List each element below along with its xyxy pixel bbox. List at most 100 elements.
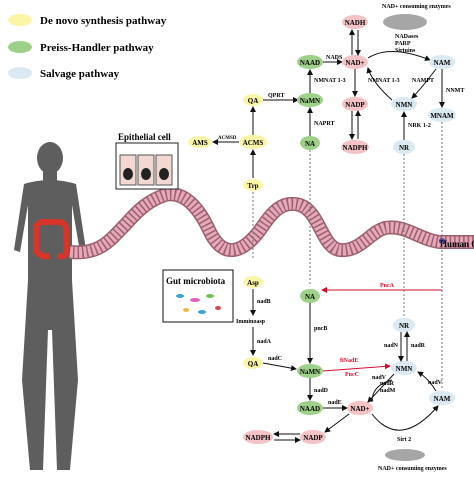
svg-text:ACMS: ACMS [243,139,264,147]
svg-text:NADases: NADases [395,34,419,40]
svg-text:PARP: PARP [395,41,411,47]
node-na-bottom [300,289,320,303]
node-naad-bottom [297,401,323,415]
svg-text:NAD+: NAD+ [350,405,369,413]
svg-text:QA: QA [248,360,259,368]
svg-text:NADPH: NADPH [343,144,368,152]
svg-text:Asp: Asp [247,279,259,287]
legend-swatch-preiss [8,41,32,53]
node-asp [243,276,263,288]
legend-swatch-salvage [8,67,32,79]
svg-text:AMS: AMS [192,139,208,147]
legend-label-preiss: Preiss-Handler pathway [40,42,154,54]
epithelial-cells: Epithelial cell [115,132,179,190]
svg-text:NMN: NMN [396,365,413,373]
node-nadp-bottom [300,430,326,444]
epithelial-cell-label: Epithelial cell [118,132,171,142]
svg-text:QA: QA [248,97,259,105]
node-nmn-top [391,97,417,111]
body-colon-icon [33,219,69,260]
svg-text:NMN: NMN [396,101,413,109]
enzyme-nadm: nadM [380,388,396,394]
node-nam-bottom [429,391,455,405]
node-nadph-bottom [243,430,273,444]
enzyme-nadr: nadR [411,343,426,349]
node-nadh-top [342,15,368,29]
svg-text:NR: NR [399,322,410,330]
svg-text:NaMN: NaMN [300,368,320,376]
svg-text:NaMN: NaMN [300,97,320,105]
node-namn-bottom [297,364,323,378]
legend-swatch-denovo [8,14,32,26]
node-nad-plus-bottom [347,401,373,415]
human-colon-label: Human C [440,239,474,249]
enzyme-nmnat-top: NMNAT 1-3 [314,78,346,84]
node-nr-top [393,140,415,154]
node-ams [188,136,212,148]
consuming-enzymes-top [383,14,427,30]
svg-text:NA: NA [305,293,315,301]
node-nad-plus-top [342,55,368,69]
node-nadph-top [341,140,369,154]
enzyme-nadd: nadD [314,388,329,394]
enzyme-nads: NADS [326,55,343,61]
legend-label-salvage: Salvage pathway [40,68,120,80]
enzyme-nadv: nadV [372,375,387,381]
enzyme-nadn: nadN [384,343,399,349]
enzyme-sirt2: Sirt 2 [397,437,411,443]
enzyme-nrk: NRK 1-2 [408,123,431,129]
node-nadp-top [342,97,368,111]
svg-text:NADH: NADH [345,19,366,27]
node-naad-top [297,55,323,69]
svg-text:NADPH: NADPH [246,434,271,442]
svg-text:NAM: NAM [434,395,451,403]
enzyme-nadc: nadC [268,356,282,362]
enzyme-pncb: pncB [314,326,327,332]
top-pathway: Trp ACMS AMS QA ACMSD QPRT NAAD NaMN NA … [188,4,464,390]
svg-text:NR: NR [399,144,410,152]
gut-tube [69,187,474,260]
bottom-pathway: Asp nadB Imminoasp nadA QA nadC NA pncB … [236,276,455,472]
node-na-top [300,136,320,150]
svg-text:Trp: Trp [247,182,258,190]
consuming-enzymes-bottom [385,449,425,461]
legend-label-denovo: De novo synthesis pathway [40,15,167,27]
node-nam-top [429,55,455,69]
node-qa-top [243,94,263,106]
enzyme-nadr2: nadR [380,381,395,387]
svg-text:NAD+: NAD+ [345,59,364,67]
consuming-enzymes-label-bottom: NAD+ consuming enzymes [378,466,447,472]
svg-text:NA: NA [305,140,315,148]
svg-text:NAAD: NAAD [300,59,320,67]
node-nr-bottom [393,318,415,332]
svg-text:Sirtuins: Sirtuins [395,48,416,54]
node-namn-top [297,93,323,107]
enzyme-acmsd: ACMSD [218,136,237,141]
enzyme-pnca: PncA [380,283,395,289]
svg-text:NAM: NAM [434,59,451,67]
enzyme-nnmt: NNMT [446,88,464,94]
enzyme-nade: nadE [328,400,342,406]
human-silhouette [14,142,86,470]
enzyme-finade: fiNadE [340,358,358,364]
enzyme-nadb: nadB [257,299,271,305]
gut-microbiota-label: Gut microbiota [166,276,226,286]
enzyme-nampt: NAMPT [412,78,434,84]
enzyme-qprt: QPRT [268,93,284,99]
svg-text:MNAM: MNAM [430,112,454,120]
svg-text:NAAD: NAAD [300,405,320,413]
legend: De novo synthesis pathway Preiss-Handler… [8,14,167,80]
node-qa-bottom [243,357,263,369]
enzyme-naprt: NAPRT [314,121,334,127]
enzyme-nmnat-top2: NMNAT 1-3 [368,78,400,84]
consuming-enzymes-title-top: NAD+ consuming enzymes [382,4,451,10]
gut-microbiota-box: Gut microbiota [162,269,234,323]
svg-text:NADP: NADP [303,434,323,442]
enzyme-nada: nadA [257,339,272,345]
node-trp [243,179,263,191]
node-mnam [428,108,456,122]
node-acms [239,135,267,149]
enzyme-pncc: PncC [345,372,359,378]
svg-text:NADP: NADP [345,101,365,109]
